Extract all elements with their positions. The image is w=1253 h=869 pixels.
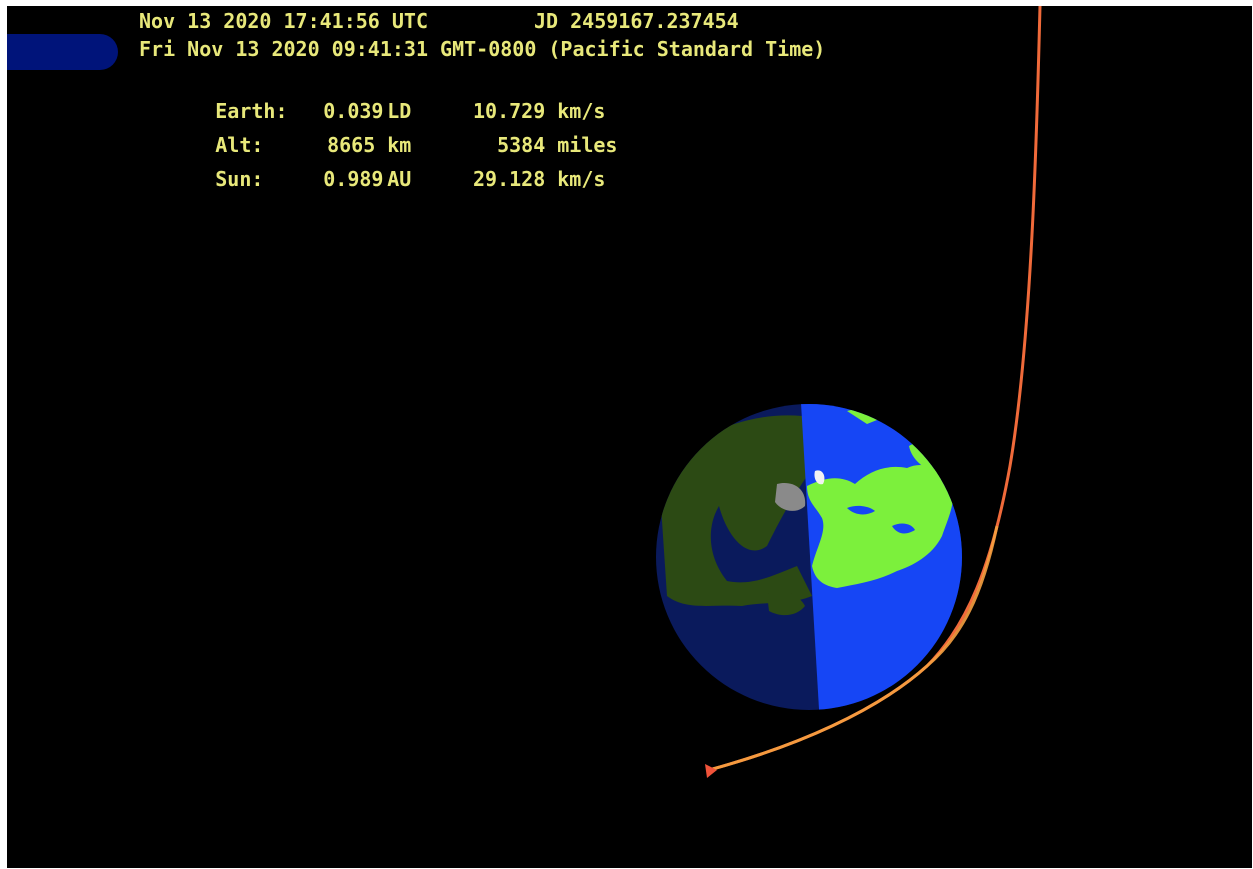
row-label: Sun: [215,167,264,191]
altitude-miles-value: 5384 [497,133,546,157]
velocity-unit: km/s [557,99,606,123]
altitude-row: Alt: 8665 km 5384 miles [143,100,617,190]
velocity-value: 10.729 [473,99,546,123]
menu-toggle-button[interactable] [7,34,118,70]
distance-unit: LD [387,99,412,123]
altitude-km-value: 8665 [327,133,376,157]
julian-date: JD 2459167.237454 [534,9,739,33]
distance-value: 0.039 [323,99,384,123]
utc-datetime: Nov 13 2020 17:41:56 UTC [139,9,428,33]
altitude-miles-unit: miles [557,133,618,157]
simulation-viewport[interactable]: Nov 13 2020 17:41:56 UTC JD 2459167.2374… [7,6,1252,868]
sun-velocity-value: 29.128 [473,167,546,191]
hud-readout: Nov 13 2020 17:41:56 UTC JD 2459167.2374… [139,6,825,276]
local-datetime: Fri Nov 13 2020 09:41:31 GMT-0800 (Pacif… [139,37,826,61]
sun-distance-unit: AU [387,167,412,191]
earth-globe-icon[interactable] [647,396,977,726]
row-label: Alt: [215,133,264,157]
sun-velocity-unit: km/s [557,167,606,191]
scene-canvas[interactable] [7,6,1252,868]
triangle-marker-icon[interactable] [705,764,717,778]
trajectory-segment-highlight [708,525,999,772]
row-label: Earth: [215,99,288,123]
sun-distance-value: 0.989 [323,167,384,191]
altitude-km-unit: km [387,133,412,157]
